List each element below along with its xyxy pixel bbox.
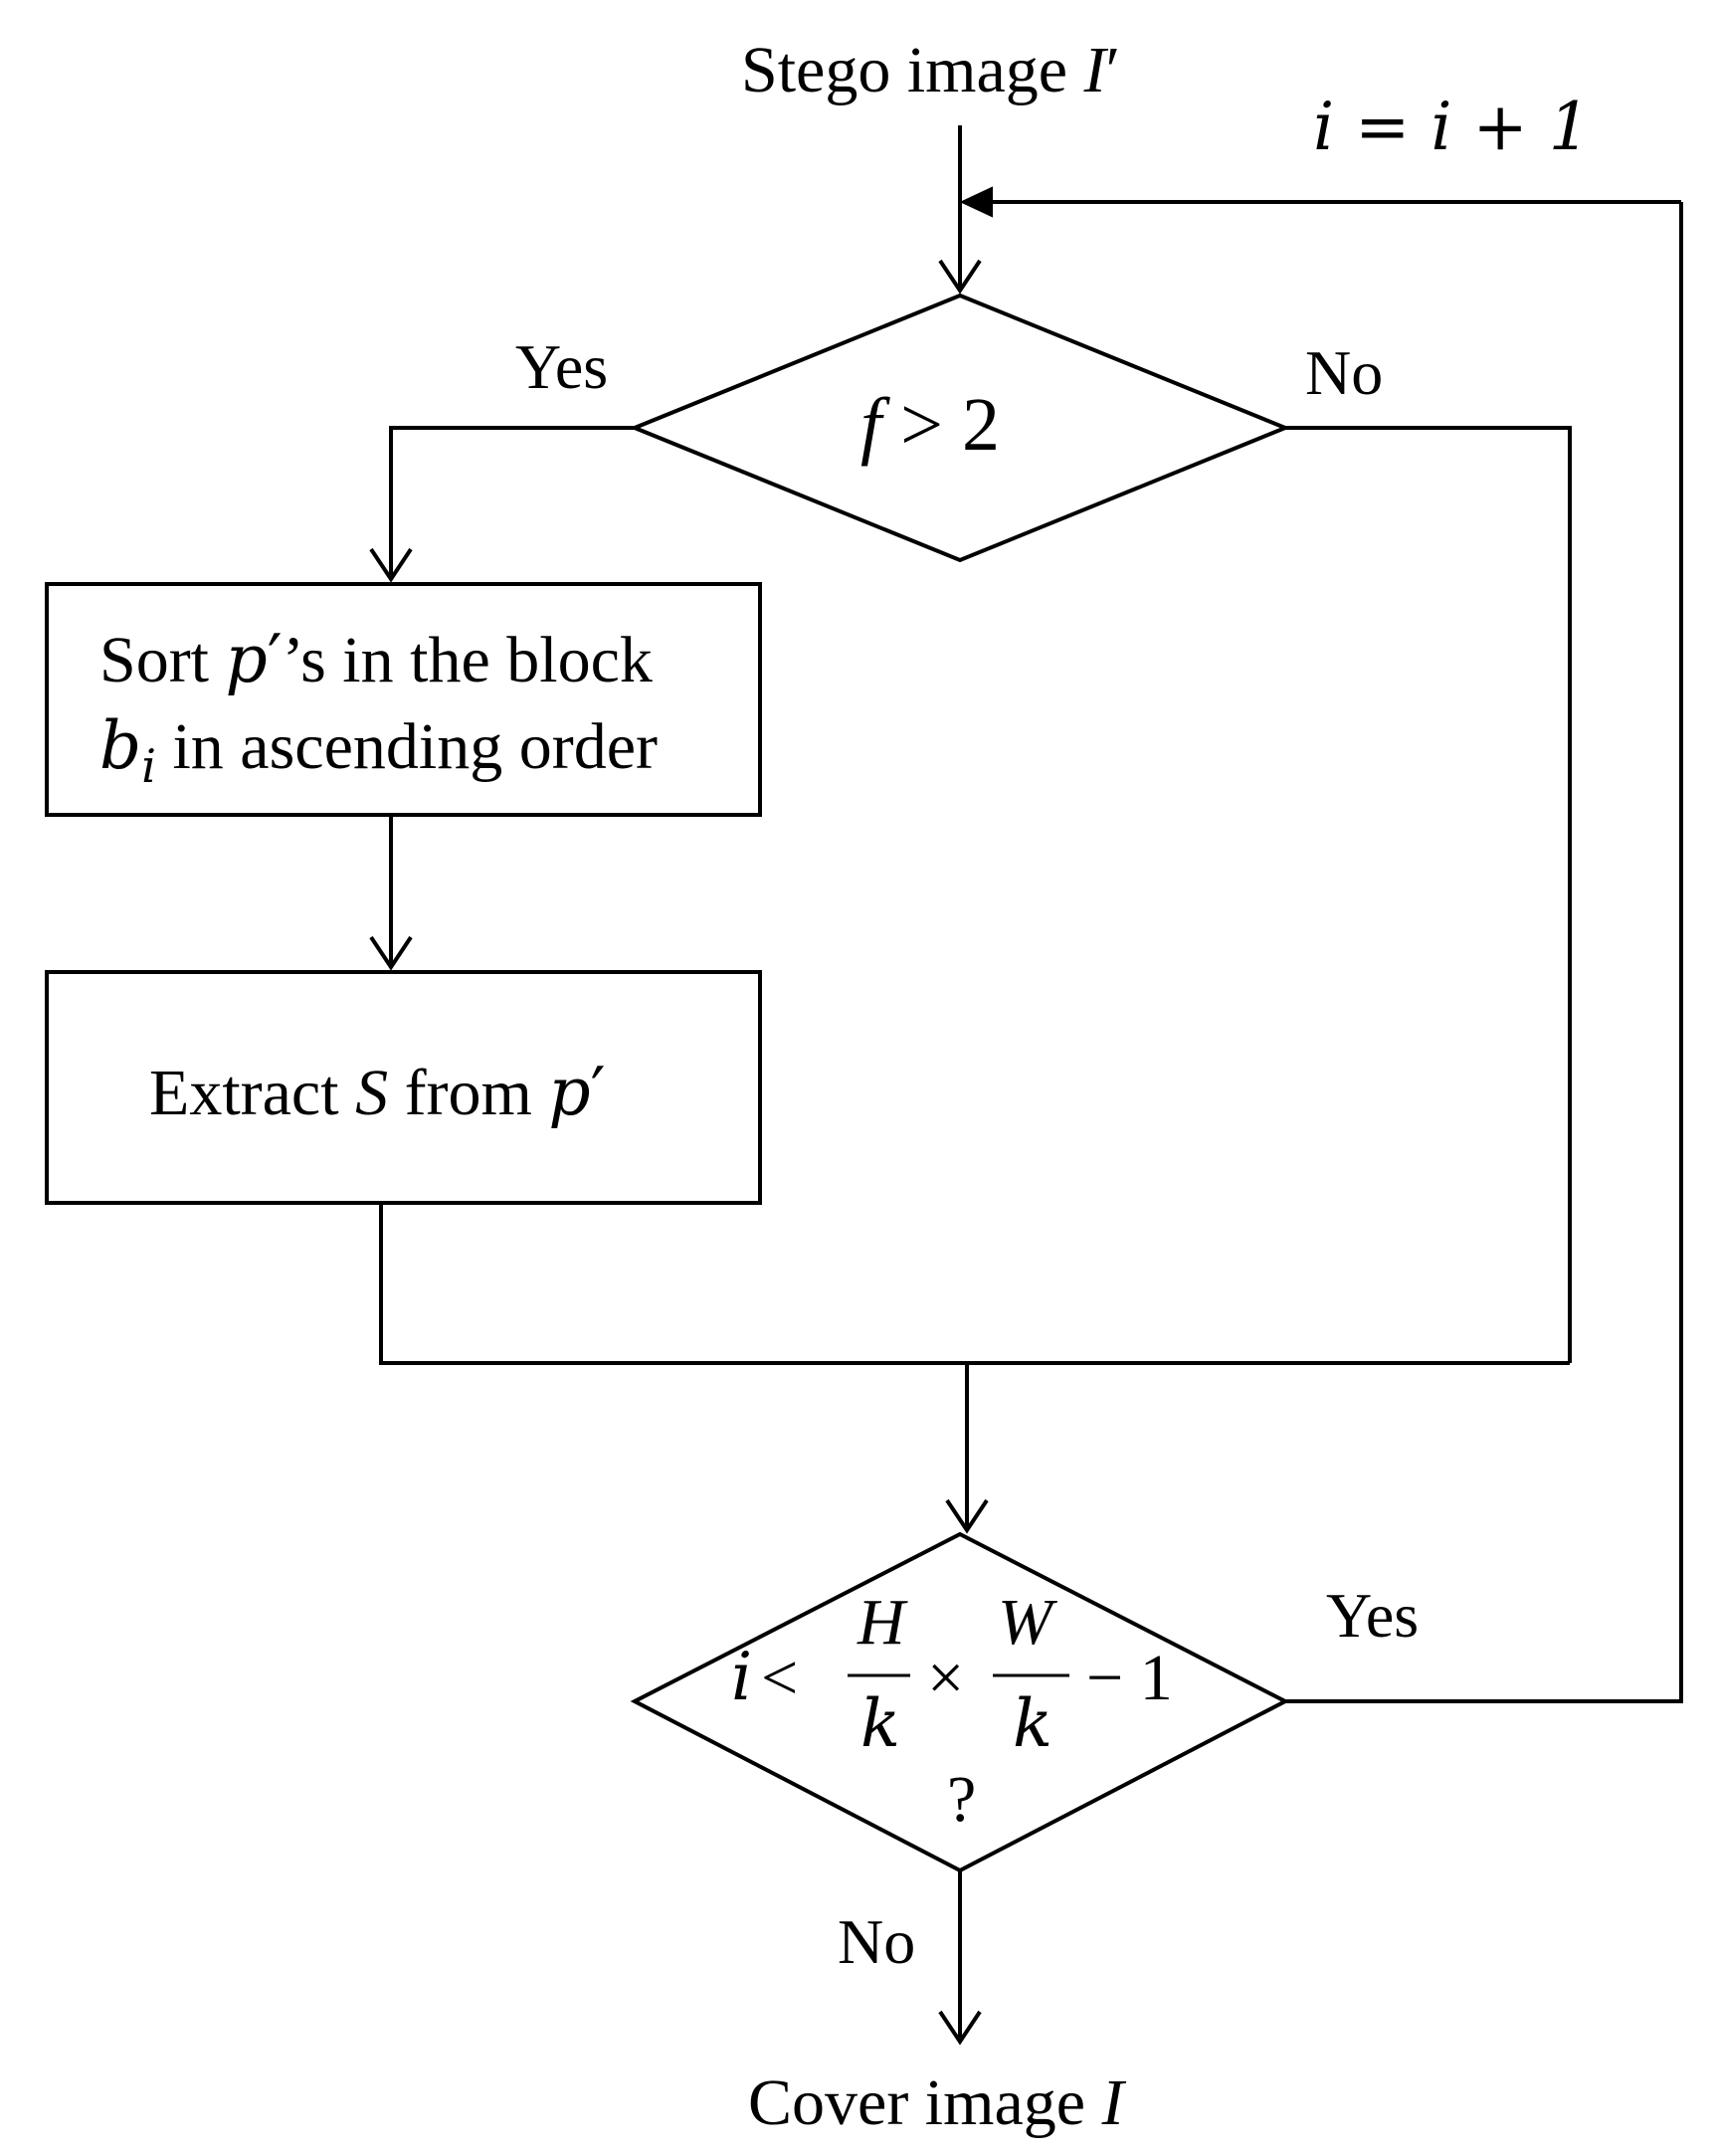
arrowhead-extract-top (369, 935, 413, 971)
svg-text:<: < (761, 1642, 798, 1714)
connector-extract-merge (379, 1203, 1570, 1365)
svg-text:i: i (731, 1639, 752, 1715)
extract-box-text: Extract S from p′ (149, 1054, 606, 1130)
arrowhead-sort-top (369, 547, 413, 583)
increment-label: i = i + 1 (1313, 89, 1591, 165)
svg-text:k: k (1013, 1685, 1052, 1762)
loop-back-arrowhead (959, 186, 993, 218)
connector-no-branch (1285, 426, 1572, 1363)
sort-process-box (45, 582, 762, 817)
arrowhead-output (938, 2010, 982, 2046)
decision2-no-label: No (838, 1906, 915, 1977)
sort-box-line2: bi in ascending order (99, 707, 658, 793)
arrowhead-decision1-top (938, 259, 982, 294)
connector-yes-loop-back (1285, 202, 1683, 1703)
extract-process-box (45, 970, 762, 1205)
decision1-no-label: No (1305, 337, 1383, 408)
svg-text:W: W (998, 1586, 1057, 1659)
decision1-yes-label: Yes (515, 331, 608, 402)
svg-text:− 1: − 1 (1086, 1642, 1173, 1714)
svg-text:×: × (927, 1642, 964, 1714)
output-label: Cover image I (748, 2066, 1127, 2139)
decision2-yes-label: Yes (1326, 1580, 1419, 1651)
svg-text:k: k (860, 1685, 900, 1762)
arrowhead-decision2-top (945, 1498, 989, 1534)
svg-text:H: H (857, 1586, 908, 1659)
connector-yes-to-sort (389, 426, 635, 575)
sort-box-line1: Sort p′’s in the block (99, 621, 653, 697)
decision2-question-mark: ? (947, 1763, 976, 1836)
decision1-text: f > 2 (860, 383, 1000, 467)
input-label: Stego image I′ (741, 34, 1120, 106)
decision-f-gt-2 (629, 293, 1291, 563)
decision2-formula: i < H k × W k − 1 (731, 1586, 1173, 1762)
